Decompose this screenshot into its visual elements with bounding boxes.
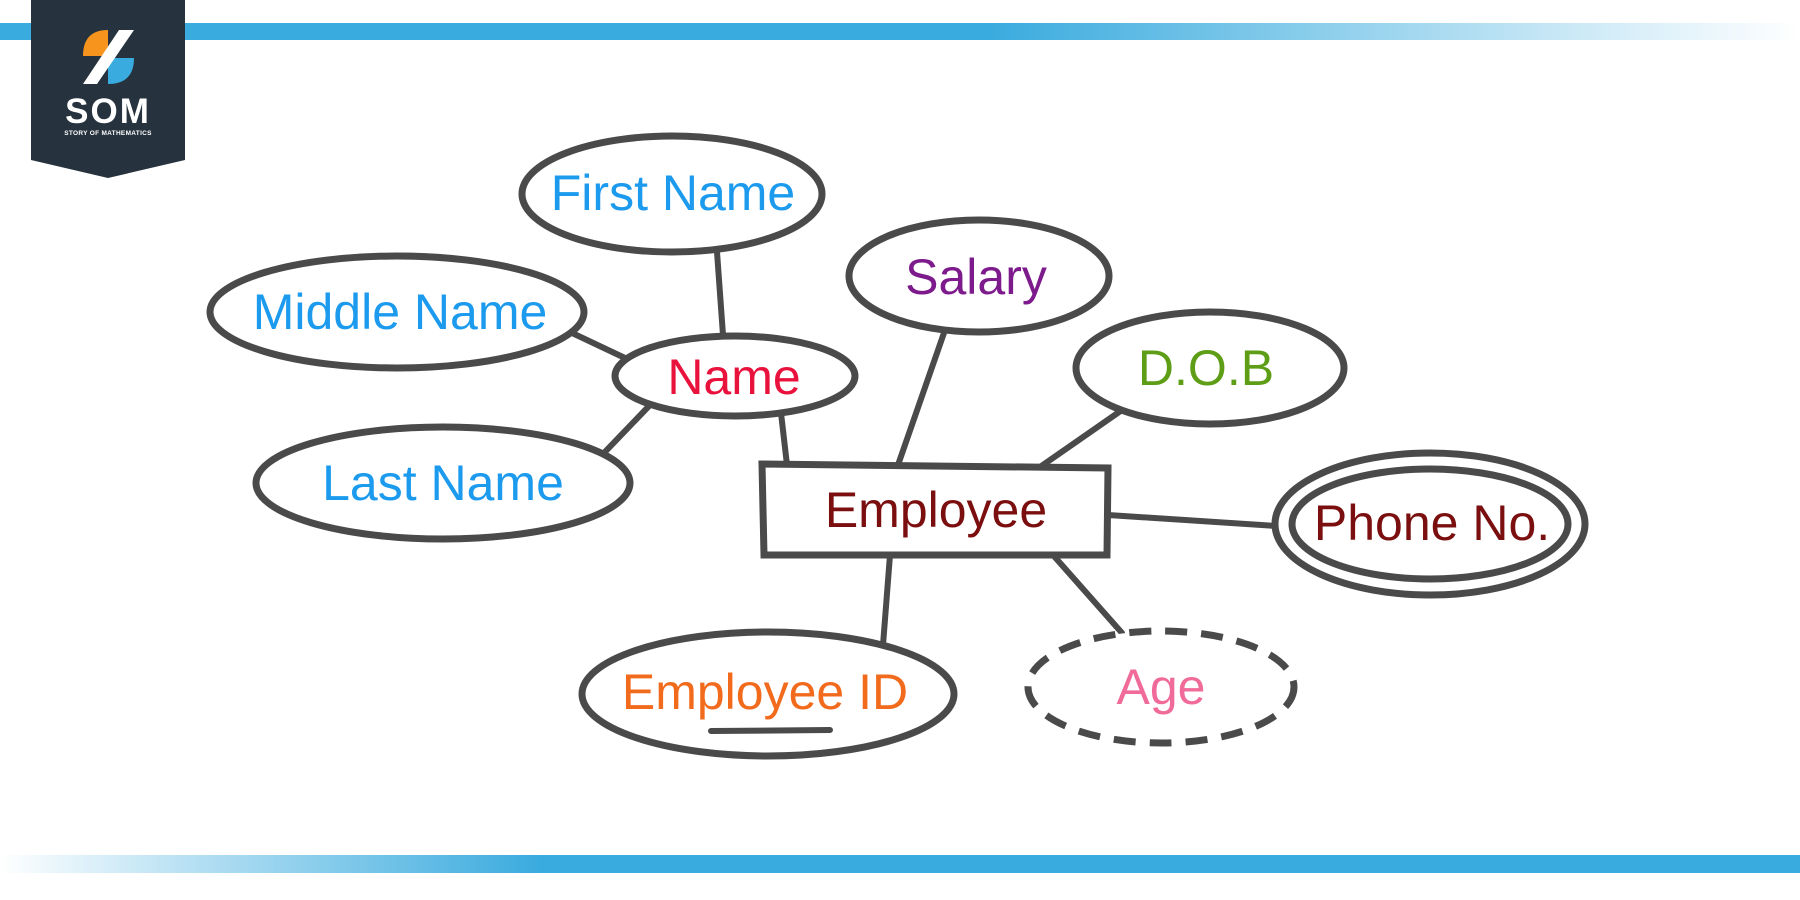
attribute-age-label: Age: [1117, 659, 1206, 715]
logo-white-stroke: [83, 30, 134, 84]
top-accent-bar: [0, 23, 1800, 40]
som-logo: SOM STORY OF MATHEMATICS: [31, 0, 185, 178]
attribute-employee-id-label: Employee ID: [622, 664, 908, 720]
connector-phone-employee: [1105, 512, 1279, 529]
connector-salary-employee: [895, 327, 948, 468]
attribute-salary-label: Salary: [905, 249, 1047, 305]
attribute-salary: Salary: [845, 216, 1113, 336]
logo-title: SOM: [65, 92, 151, 131]
connector-firstname-name: [714, 249, 726, 338]
attribute-dob: D.O.B: [1072, 308, 1348, 428]
attribute-middle-name-label: Middle Name: [253, 284, 548, 340]
logo-orange-shape: [83, 30, 108, 56]
attribute-phone-label: Phone No.: [1314, 495, 1550, 551]
attribute-first-name-label: First Name: [551, 165, 795, 221]
attribute-first-name: First Name: [518, 132, 826, 256]
connector-employeeid-employee: [880, 552, 893, 648]
connector-age-employee: [1050, 552, 1125, 636]
attribute-last-name-label: Last Name: [322, 455, 564, 511]
connector-middlename-name: [567, 329, 628, 361]
logo-subtitle: STORY OF MATHEMATICS: [64, 130, 152, 137]
attribute-name-label: Name: [667, 349, 800, 405]
logo-badge: [31, 0, 185, 178]
attribute-middle-name: Middle Name: [206, 252, 588, 372]
attribute-dob-label: D.O.B: [1138, 340, 1274, 396]
attribute-last-name: Last Name: [252, 423, 634, 543]
entity-employee-label: Employee: [825, 482, 1047, 538]
attribute-phone-multivalued: Phone No.: [1271, 449, 1589, 599]
attribute-employee-id-key: Employee ID: [578, 628, 958, 760]
attribute-age-derived: Age: [1024, 627, 1298, 747]
logo-blue-shape: [108, 58, 134, 84]
attribute-name: Name: [611, 332, 859, 420]
connector-name-employee: [778, 410, 790, 468]
key-underline: [708, 727, 833, 734]
connector-dob-employee: [1037, 407, 1125, 470]
bottom-accent-bar: [0, 855, 1800, 873]
connector-lastname-name: [599, 402, 653, 458]
entity-employee: Employee: [758, 460, 1112, 559]
